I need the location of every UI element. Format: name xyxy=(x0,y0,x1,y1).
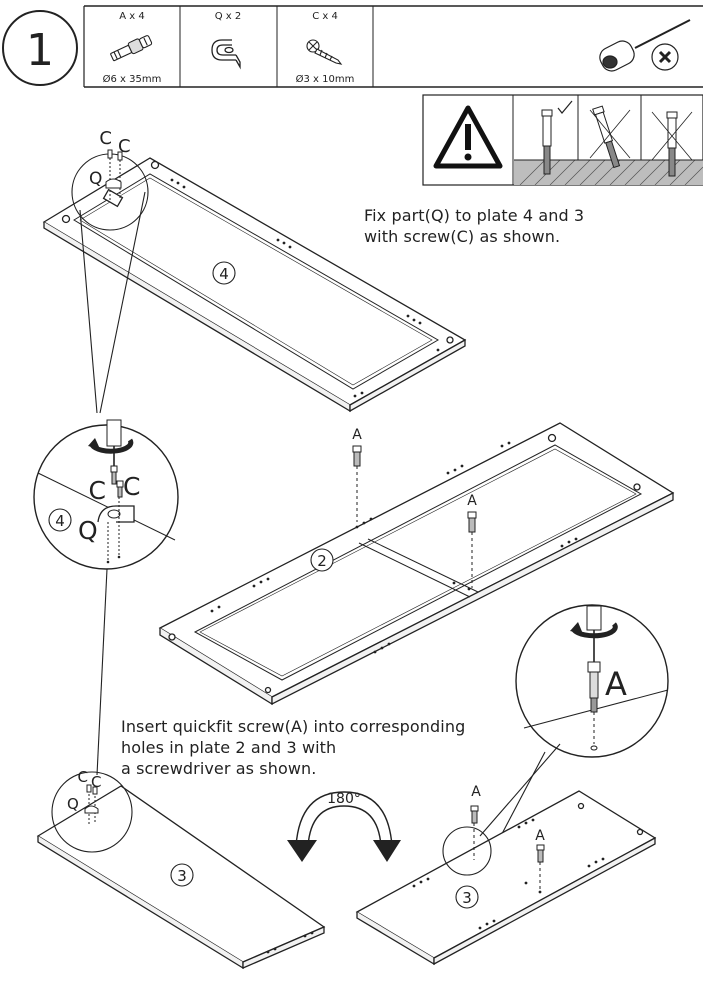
part-a-name: A x 4 xyxy=(119,11,144,22)
svg-text:2: 2 xyxy=(317,552,327,570)
quickfit-screw-a-4 xyxy=(536,844,545,890)
clip-q-icon xyxy=(211,39,241,70)
zoom-detail-quickfit xyxy=(515,604,669,758)
warning-triangle-icon xyxy=(433,105,503,169)
plate-3-label: 3 xyxy=(170,863,194,887)
rotation-label: 180° xyxy=(327,791,361,807)
plate3-q-label: Q xyxy=(67,795,79,813)
plate2-a-label-2: A xyxy=(467,493,477,509)
quickfit-screw-a-1 xyxy=(352,445,362,522)
screw-correct xyxy=(541,100,573,175)
plate3-c-label-1: C xyxy=(78,768,88,786)
instruction-quickfit: Insert quickfit screw(A) into correspond… xyxy=(121,717,466,778)
parts-table xyxy=(83,5,703,88)
instruction-fix-q: Fix part(Q) to plate 4 and 3 with screw(… xyxy=(364,206,585,246)
zoom-detail-plate4 xyxy=(33,419,179,570)
plate-2-label: 2 xyxy=(310,548,334,572)
plate-3-flipped-label: 3 xyxy=(455,885,479,909)
quickfit-screw-a-3 xyxy=(470,805,479,860)
plate-2 xyxy=(158,422,675,706)
part-a-size: Ø6 x 35mm xyxy=(103,73,162,85)
plate-3-right xyxy=(355,790,657,966)
zoom-c-label-2: C xyxy=(123,472,140,501)
detail-marker-plate3 xyxy=(51,771,133,853)
step-number: 1 xyxy=(26,25,54,76)
svg-text:3: 3 xyxy=(462,889,472,907)
screw-wrong-shallow xyxy=(651,111,693,177)
svg-text:3: 3 xyxy=(177,867,187,885)
svg-text:4: 4 xyxy=(219,265,229,283)
wood-screw-icon xyxy=(306,39,343,65)
screw-wrong-tilted xyxy=(589,105,631,169)
rotation-180-arrow-icon xyxy=(287,791,401,862)
quickfit-screw-icon xyxy=(110,35,153,62)
part-c-name: C x 4 xyxy=(312,11,338,22)
plate3-a-label-1: A xyxy=(471,784,481,800)
step-number-badge: 1 xyxy=(2,10,78,86)
plate3-small-hardware xyxy=(84,784,99,826)
plate-4 xyxy=(42,157,467,413)
zoom-q-label: Q xyxy=(78,516,98,545)
quickfit-screw-a-2 xyxy=(467,511,477,588)
zoom-plate4-label: 4 xyxy=(48,508,72,532)
warning-box xyxy=(422,94,703,186)
plate4-c-label-2: C xyxy=(118,136,131,157)
plate3-c-label-2: C xyxy=(91,773,101,791)
svg-text:4: 4 xyxy=(55,512,65,530)
plate4-c-label-1: C xyxy=(99,128,112,149)
part-c-size: Ø3 x 10mm xyxy=(296,73,355,85)
zoom-c-label-1: C xyxy=(89,476,106,505)
part-q-name: Q x 2 xyxy=(215,11,242,22)
plate4-q-label: Q xyxy=(89,169,102,189)
plate3-a-label-2: A xyxy=(535,828,545,844)
detail-marker-plate3-right xyxy=(442,826,492,876)
zoom-a-label: A xyxy=(605,665,627,703)
plate-4-label: 4 xyxy=(212,261,236,285)
plate2-a-label-1: A xyxy=(352,427,362,443)
plate4-small-hardware xyxy=(105,149,123,200)
phillips-screwdriver-icon xyxy=(599,19,691,72)
